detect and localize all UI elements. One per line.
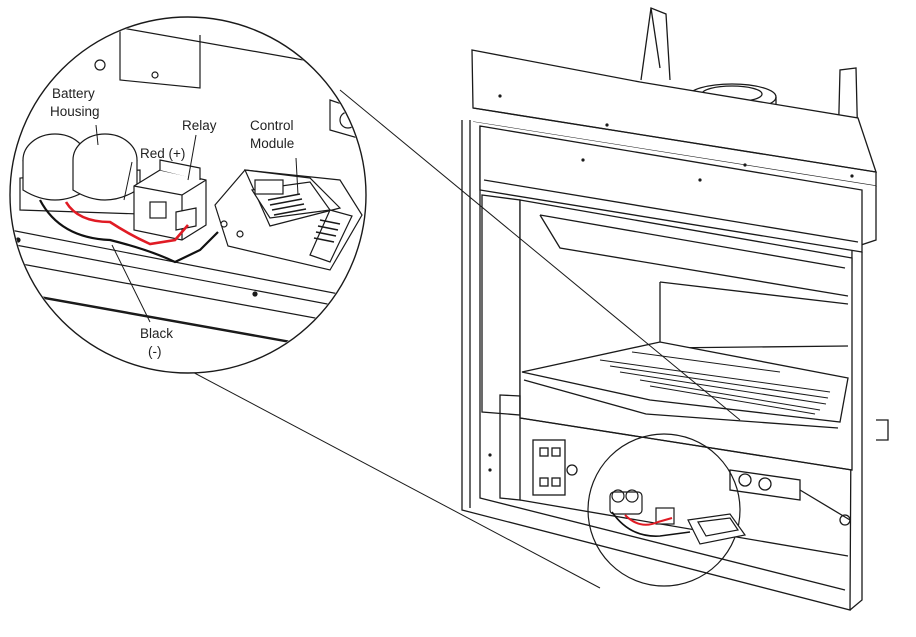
battery-housing: [19, 133, 141, 215]
label-battery-housing-line1: Battery: [52, 86, 95, 101]
module-connector-pins: [267, 193, 341, 243]
gas-valve: [729, 469, 851, 526]
detail-circle-small: [587, 433, 741, 587]
red-wire: [64, 201, 189, 246]
fireplace-unit: [461, 7, 889, 611]
label-control-module-line2: Module: [250, 136, 294, 151]
top-standoff-right: [837, 67, 859, 151]
firebox-opening: [481, 194, 521, 416]
label-red-wire: Red (+): [140, 146, 185, 161]
relay-device: [133, 159, 207, 241]
label-black-wire-line1: Black: [140, 326, 173, 341]
callout-leader-top: [339, 89, 741, 421]
mini-black-wire: [611, 511, 691, 537]
top-panel: [471, 49, 877, 173]
callout-leader-bottom: [184, 367, 601, 589]
burner-grate: [599, 351, 831, 415]
label-black-wire-line2: (-): [148, 344, 162, 359]
label-relay: Relay: [182, 118, 217, 133]
mini-red-wire: [624, 514, 673, 526]
black-wire: [39, 199, 219, 264]
detail-callout-large: Battery Housing Relay Red (+) Control Mo…: [9, 16, 367, 374]
detail-callout-small: [587, 433, 747, 587]
top-standoff-left: [640, 7, 671, 81]
label-control-module-line1: Control: [250, 118, 294, 133]
label-leaders: [95, 124, 299, 323]
label-battery-housing-line2: Housing: [50, 104, 100, 119]
hood: [479, 125, 863, 253]
control-module: [214, 169, 363, 271]
fastener-dots: [488, 94, 854, 472]
